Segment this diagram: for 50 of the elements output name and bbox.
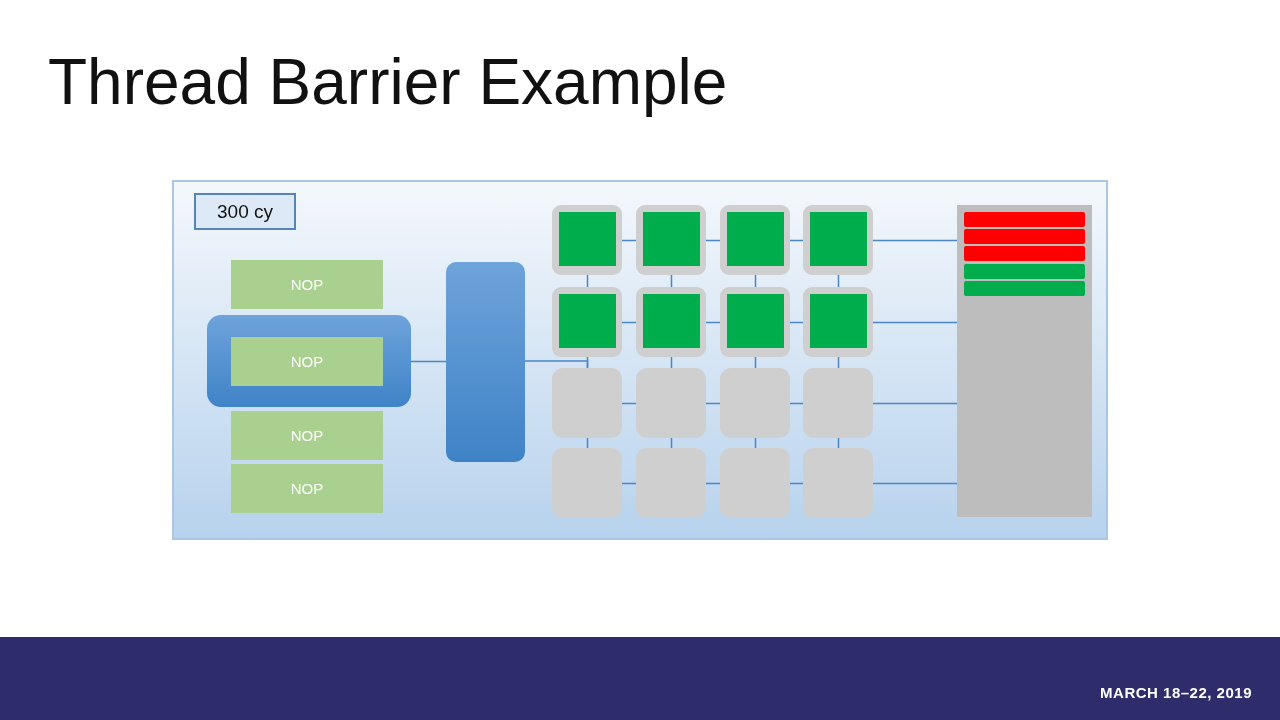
connector-line — [872, 239, 958, 242]
active-square — [727, 212, 784, 266]
node-label: NOP — [290, 276, 324, 293]
active-square — [559, 294, 616, 348]
node-label: NOP — [290, 480, 324, 497]
status-stripe — [964, 229, 1085, 244]
status-stripe — [964, 212, 1085, 227]
core-cell — [636, 287, 706, 357]
memory-column — [957, 205, 1092, 517]
core-cell — [720, 205, 790, 275]
diagram-panel — [172, 180, 1108, 540]
cycle-count-box — [194, 193, 296, 230]
date-text: MARCH 18–22, 2019 — [1100, 684, 1252, 701]
active-square — [643, 294, 700, 348]
nop-block — [231, 260, 383, 309]
status-stripe — [964, 264, 1085, 279]
core-cell — [552, 205, 622, 275]
nop-block — [231, 464, 383, 513]
nop-block — [231, 337, 383, 386]
core-cell — [720, 368, 790, 438]
core-cell — [636, 368, 706, 438]
active-square — [810, 294, 867, 348]
status-stripe — [964, 281, 1085, 296]
slide-title: Thread Barrier Example — [48, 45, 728, 120]
core-cell — [552, 448, 622, 518]
connector-line — [410, 360, 447, 363]
core-cell — [636, 448, 706, 518]
node-label: NOP — [290, 353, 324, 370]
active-square — [643, 212, 700, 266]
highlight-frame — [207, 315, 411, 407]
core-cell — [720, 448, 790, 518]
node-label: 300 cy — [217, 200, 273, 223]
core-cell — [552, 287, 622, 357]
active-square — [727, 294, 784, 348]
connector-line — [872, 482, 958, 485]
nop-block — [231, 411, 383, 460]
core-cell — [552, 368, 622, 438]
core-cell — [803, 205, 873, 275]
core-cell — [803, 287, 873, 357]
status-stripe — [964, 246, 1085, 261]
core-cell — [803, 368, 873, 438]
barrier-bar — [446, 262, 525, 462]
connector-line — [872, 321, 958, 324]
core-cell — [803, 448, 873, 518]
active-square — [559, 212, 616, 266]
active-square — [810, 212, 867, 266]
core-cell — [720, 287, 790, 357]
connector-line — [872, 402, 958, 405]
node-label: NOP — [290, 427, 324, 444]
core-cell — [636, 205, 706, 275]
